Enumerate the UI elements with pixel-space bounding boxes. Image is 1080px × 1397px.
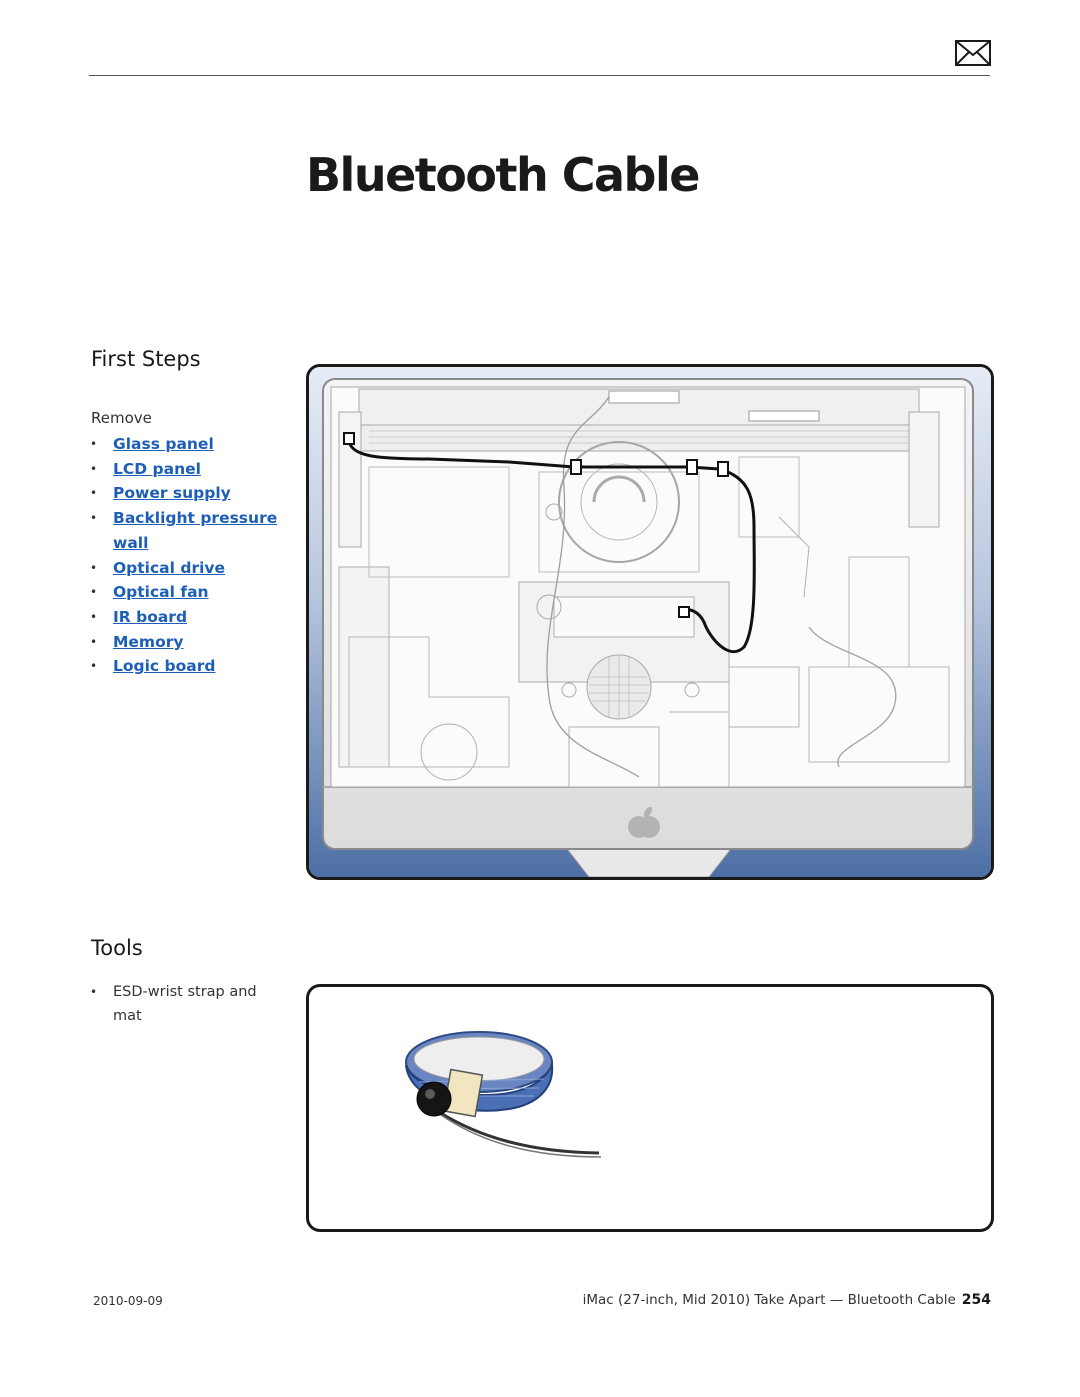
link-optical-fan[interactable]: Optical fan <box>113 583 209 602</box>
list-item: Logic board <box>88 654 278 679</box>
header-rule <box>89 75 990 76</box>
list-item: LCD panel <box>88 457 278 482</box>
remove-label: Remove <box>91 409 152 427</box>
imac-interior-illustration <box>309 367 991 877</box>
tools-panel <box>306 984 994 1232</box>
link-power-supply[interactable]: Power supply <box>113 484 231 503</box>
tools-heading: Tools <box>91 936 143 960</box>
apple-logo <box>628 806 660 838</box>
footer-doc-title: iMac (27-inch, Mid 2010) Take Apart — Bl… <box>582 1292 956 1308</box>
list-item: Backlight pressure wall <box>88 506 278 555</box>
esd-wrist-strap-illustration <box>405 1031 602 1158</box>
envelope-icon[interactable] <box>955 40 991 66</box>
link-lcd-panel[interactable]: LCD panel <box>113 459 201 478</box>
list-item: Optical fan <box>88 580 278 605</box>
list-item: Power supply <box>88 481 278 506</box>
page-number: 254 <box>961 1292 991 1308</box>
list-item: Glass panel <box>88 432 278 457</box>
list-item: ESD-wrist strap and mat <box>88 980 273 1028</box>
link-backlight-pressure-wall[interactable]: Backlight pressure wall <box>113 509 278 552</box>
list-item: Optical drive <box>88 556 278 581</box>
link-logic-board[interactable]: Logic board <box>113 657 216 676</box>
tools-list: ESD-wrist strap and mat <box>88 980 273 1028</box>
link-ir-board[interactable]: IR board <box>113 607 188 626</box>
page-title: Bluetooth Cable <box>306 148 700 202</box>
footer-doc-info: iMac (27-inch, Mid 2010) Take Apart — Bl… <box>583 1292 991 1308</box>
bluetooth-cable <box>347 438 756 654</box>
first-steps-list: Glass panel LCD panel Power supply Backl… <box>88 432 278 679</box>
link-optical-drive[interactable]: Optical drive <box>113 558 226 577</box>
list-item: Memory <box>88 630 278 655</box>
list-item: IR board <box>88 605 278 630</box>
first-steps-heading: First Steps <box>91 347 201 371</box>
footer-date: 2010-09-09 <box>93 1294 163 1308</box>
imac-diagram-panel <box>306 364 994 880</box>
link-glass-panel[interactable]: Glass panel <box>113 435 214 453</box>
link-memory[interactable]: Memory <box>113 632 184 651</box>
